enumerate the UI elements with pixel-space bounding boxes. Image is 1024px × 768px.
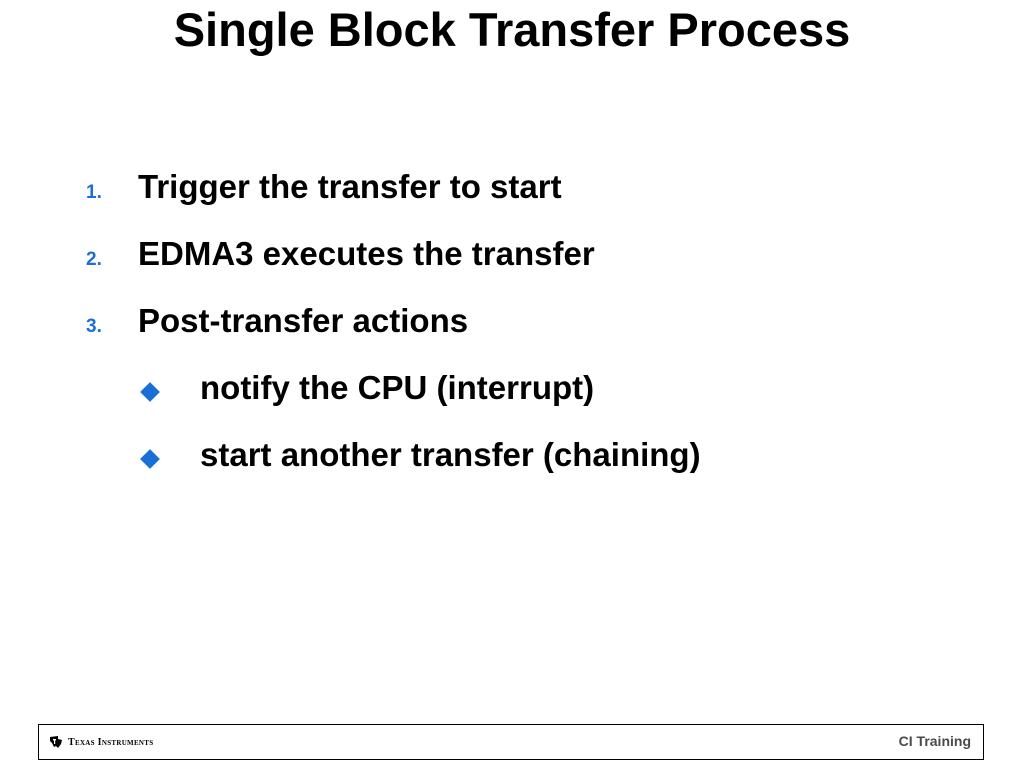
step-number: 3. [86, 316, 102, 337]
step-text: Trigger the transfer to start [138, 168, 562, 205]
step-text: EDMA3 executes the transfer [138, 235, 595, 272]
ti-branding: Texas Instruments [49, 735, 153, 749]
step-number: 2. [86, 249, 102, 270]
slide-footer: Texas Instruments CI Training [38, 724, 984, 760]
sub-bullet-text: notify the CPU (interrupt) [200, 369, 595, 406]
slide-title: Single Block Transfer Process [173, 3, 851, 56]
texas-instruments-logo-icon [49, 735, 63, 749]
diamond-bullet-icon [140, 382, 160, 402]
step-number: 1. [86, 182, 102, 203]
diamond-bullet-icon [140, 449, 160, 469]
footer-label: CI Training [898, 733, 971, 749]
step-text: Post-transfer actions [138, 302, 469, 339]
company-name: Texas Instruments [68, 736, 154, 748]
sub-bullet-text: start another transfer (chaining) [200, 436, 701, 473]
